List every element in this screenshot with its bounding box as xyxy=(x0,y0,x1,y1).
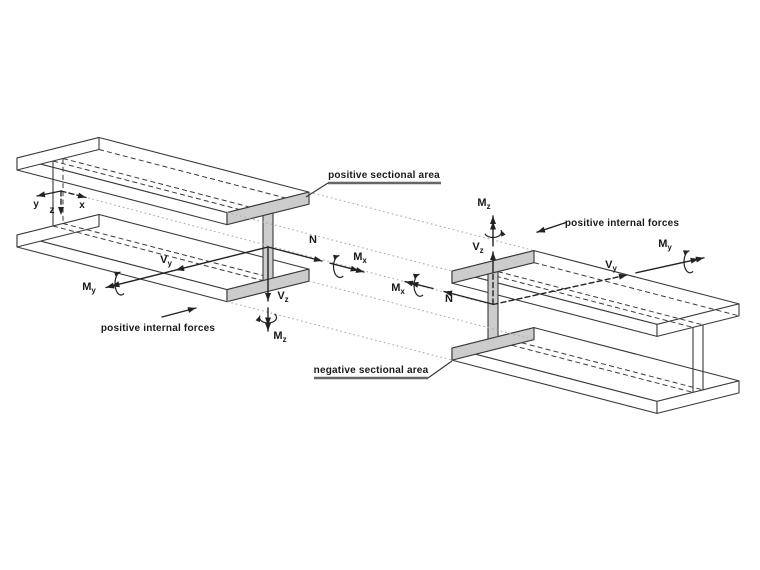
n-arrow-right xyxy=(443,290,493,305)
vy-arrow-right xyxy=(492,274,628,306)
mx-rotation-left-head xyxy=(333,254,340,260)
vz-arrow-right-head xyxy=(490,252,496,260)
force-label-vy-left: Vy xyxy=(160,254,172,268)
caption-positive-internal-forces-right: positive internal forces xyxy=(565,218,680,229)
mx-arrow-left-head xyxy=(355,267,364,273)
mz-rotation-right-head xyxy=(501,230,506,237)
my-rotation-right-head xyxy=(683,250,690,255)
left-beam-web-bottom-junction-0 xyxy=(52,225,264,282)
mz-arrow-left-head xyxy=(265,323,271,331)
caption-positive-internal-forces-left: positive internal forces xyxy=(101,323,216,334)
label-negative-sectional-area: negative sectional area xyxy=(314,365,429,376)
axis-label-x: x xyxy=(79,200,85,211)
right-beam-top-flange-hidden-edge xyxy=(533,262,740,317)
vy-arrow-right-head xyxy=(618,273,627,280)
force-label-my-right: My xyxy=(658,238,672,252)
vz-arrow-left-head xyxy=(265,293,271,301)
projection-dotted-line-1 xyxy=(226,212,453,272)
left-beam-cut-top-flange xyxy=(226,191,310,226)
force-label-mz-right: Mz xyxy=(477,197,490,211)
right-beam-cut-bottom-flange xyxy=(451,327,535,361)
n-arrow-right-head xyxy=(444,290,453,297)
mx-arrow-left-head xyxy=(350,265,359,272)
force-label-mx-left: Mx xyxy=(353,251,367,265)
left-beam-web-top-junction-1 xyxy=(62,158,274,214)
mx-arrow-right-head xyxy=(405,280,414,287)
mz-arrow-left-head xyxy=(265,317,271,326)
right-beam-web-bottom-junction-0 xyxy=(487,338,694,393)
label-positive-sectional-area: positive sectional area xyxy=(328,170,440,181)
force-label-vy-right: Vy xyxy=(605,259,617,273)
left-beam-bottom-flange-end-a xyxy=(16,213,100,248)
leader-positive-sectional-area xyxy=(305,182,329,198)
right-beam-bottom-flange-end-b xyxy=(656,380,740,414)
force-label-n-left: N xyxy=(309,234,317,246)
mz-arrow-right-head xyxy=(490,221,496,230)
right-beam-top-flange-end-b xyxy=(656,303,740,337)
force-label-vz-right: Vz xyxy=(472,241,483,255)
my-rotation-left-head xyxy=(114,271,121,277)
left-beam-web-bottom-junction-1 xyxy=(62,223,274,279)
left-beam-top-flange-hidden-edge xyxy=(98,149,310,205)
callout-negative-sectional-area: negative sectional area xyxy=(314,360,453,380)
mx-rotation-right-head xyxy=(413,273,420,279)
n-arrow-left xyxy=(267,246,323,262)
x-axis-arrow-head xyxy=(77,192,86,199)
projection-dotted-line-2 xyxy=(308,280,535,341)
vy-arrow-left-head xyxy=(176,265,185,271)
axis-label-y: y xyxy=(33,199,39,210)
callout-positive-sectional-area: positive sectional area xyxy=(305,170,441,198)
my-arrow-right-head xyxy=(695,256,704,263)
axis-label-z: z xyxy=(50,205,55,216)
mz-rotation-left xyxy=(258,313,278,324)
my-arrow-right-head xyxy=(690,257,699,264)
force-label-my-left: My xyxy=(82,281,96,295)
n-arrow-left-head xyxy=(313,256,322,262)
left-beam-web-top-junction-0 xyxy=(52,160,264,217)
mz-arrow-right-head xyxy=(490,216,496,224)
force-label-n-right: N xyxy=(445,293,453,305)
force-label-mz-left: Mz xyxy=(273,330,286,344)
right-beam-web-top-junction-0 xyxy=(487,273,694,328)
projection-dotted-line-0 xyxy=(308,191,535,252)
y-axis-arrow-head xyxy=(37,191,46,198)
vy-my-axis-left xyxy=(105,246,269,289)
caption-arrow-left-head xyxy=(187,307,196,313)
beam-geometry xyxy=(16,136,740,414)
leader-negative-sectional-area xyxy=(427,360,453,379)
force-label-mx-right: Mx xyxy=(391,282,405,296)
caption-arrow-right-head xyxy=(537,226,546,233)
my-arrow-left-head xyxy=(106,282,115,289)
z-axis-arrow-head xyxy=(58,207,64,215)
force-label-vz-left: Vz xyxy=(277,290,288,304)
mz-rotation-left-head xyxy=(255,315,260,323)
projection-dotted-line-3 xyxy=(226,301,453,361)
right-beam-web-top-junction-1 xyxy=(497,271,704,326)
right-beam-web-bottom-junction-1 xyxy=(497,336,704,391)
